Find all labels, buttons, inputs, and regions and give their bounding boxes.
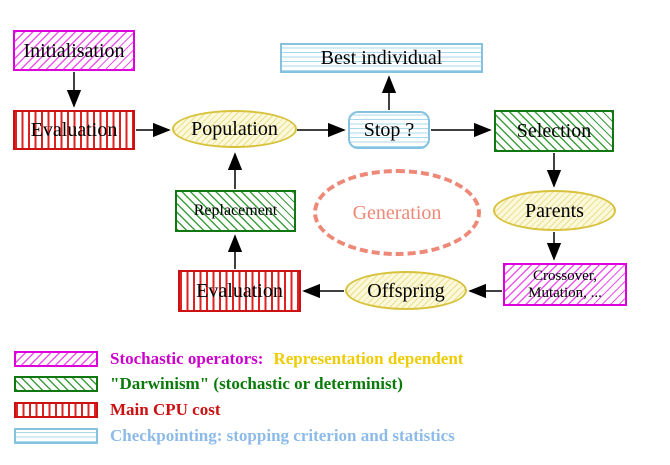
node-parents-label: Parents — [525, 199, 584, 222]
legend-row-stochastic: Stochastic operators: Representation dep… — [14, 349, 463, 369]
legend-row-cpu-cost: Main CPU cost — [14, 400, 220, 420]
node-population: Population — [172, 110, 297, 148]
legend-swatch-green-hatch — [14, 376, 98, 392]
node-evaluation-top-label: Evaluation — [30, 119, 118, 141]
legend-row-checkpointing: Checkpointing: stopping criterion and st… — [14, 426, 455, 446]
node-offspring: Offspring — [345, 271, 467, 310]
legend-label-checkpointing: Checkpointing: stopping criterion and st… — [110, 426, 455, 445]
legend-label-stochastic: Stochastic operators: — [110, 349, 264, 368]
legend-swatch-magenta-hatch — [14, 351, 98, 367]
node-initialisation: Initialisation — [13, 30, 135, 71]
legend-label-cpu-cost: Main CPU cost — [110, 400, 221, 419]
node-selection-label: Selection — [516, 120, 592, 142]
node-evaluation-bottom: Evaluation — [178, 270, 301, 312]
legend-label-darwinism: "Darwinism" (stochastic or determinist) — [110, 374, 403, 393]
node-generation-label: Generation — [352, 201, 442, 224]
node-initialisation-label: Initialisation — [23, 39, 125, 62]
node-crossover-mutation: Crossover, Mutation, ... — [503, 263, 627, 306]
legend-swatch-cyan-lines — [14, 428, 98, 444]
node-offspring-label: Offspring — [367, 279, 445, 302]
node-best-individual-label: Best individual — [320, 47, 443, 69]
node-replacement: Replacement — [175, 190, 296, 232]
node-parents: Parents — [493, 190, 616, 231]
node-population-label: Population — [191, 118, 278, 140]
node-evaluation-bottom-label: Evaluation — [196, 280, 283, 302]
node-selection: Selection — [494, 110, 614, 152]
node-crossover-label-line2: Mutation, ... — [528, 284, 602, 301]
node-best-individual: Best individual — [280, 43, 483, 73]
node-crossover-label-line1: Crossover, — [533, 268, 597, 284]
node-stop-label: Stop ? — [363, 119, 415, 141]
node-evaluation-top: Evaluation — [13, 110, 135, 150]
node-generation: Generation — [313, 169, 481, 256]
legend-label-representation: Representation dependent — [273, 349, 464, 368]
node-stop: Stop ? — [348, 111, 430, 149]
legend-swatch-red-stripes — [14, 402, 98, 418]
legend-row-darwinism: "Darwinism" (stochastic or determinist) — [14, 374, 403, 394]
node-replacement-label: Replacement — [193, 202, 278, 220]
